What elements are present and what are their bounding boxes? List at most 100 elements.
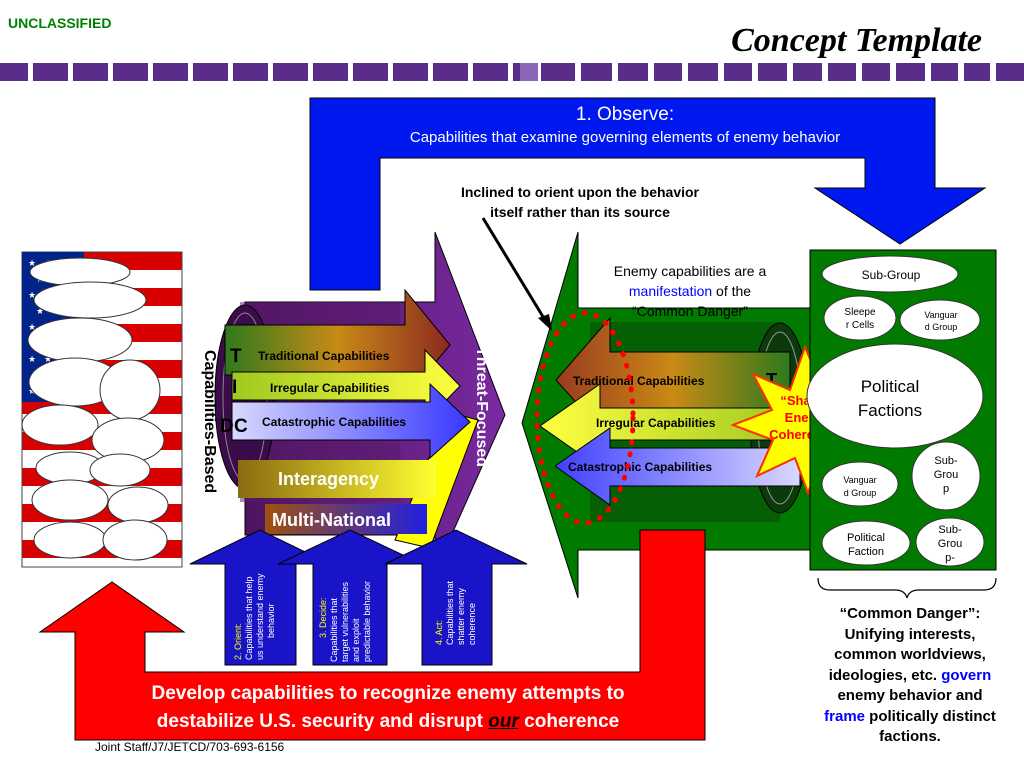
faction-subgroup-bottom-3: p- [945,552,955,564]
inclined-note-line-1: Inclined to orient upon the behavior [460,184,699,200]
step-act-line-3: coherence [467,603,477,645]
develop-line-2-suffix: coherence [518,711,620,732]
interagency-band [238,460,436,498]
vanguard-cloud-mid [821,461,899,507]
develop-line-2: destabilize U.S. security and disrupt ou… [78,708,698,736]
capabilities-based-label: Capabilities-Based [201,350,218,493]
govern-word: govern [941,666,992,684]
faction-vanguard-top-2: d Group [925,322,958,332]
interagency-label: Interagency [278,469,379,489]
faction-subgroup-mid-1: Sub- [934,455,958,467]
inclined-note-line-2: itself rather than its source [490,204,670,220]
irregular-arrow-right [539,383,796,469]
letter-t-right: T [766,370,777,390]
step-orient-prefix: 2. Orient: [233,623,243,660]
pointer-arrowhead [538,314,552,331]
political-faction-cloud [821,520,911,566]
catastrophic-arrow-left [231,382,471,460]
step-act-line-2: shatter enemy [456,587,466,645]
common-danger-line-4-text: ideologies, etc. [828,666,938,684]
observe-subtitle: Capabilities that examine governing elem… [409,129,841,146]
develop-line-1: Develop capabilities to recognize enemy … [151,683,625,704]
catastrophic-arrow-right [554,427,801,506]
footer-text: Joint Staff/J7/JETCD/703-693-6156 [95,740,285,754]
step-orient-line-1: Capabilities that help [244,576,254,660]
step-orient-line-2: us understand enemy [255,573,265,660]
subgroup-cloud-top [821,255,959,293]
enemy-line-1: Enemy capabilities are a [613,263,767,279]
enemy-capabilities-note: Enemy capabilities are a manifestation o… [580,261,800,321]
faction-vanguard-mid-1: Vanguar [843,475,876,485]
faction-sleeper-1: Sleepe [844,307,876,318]
red-dotted-ring [534,310,636,526]
faction-subgroup-bottom-1: Sub- [938,524,962,536]
step-decide-line-1: Capabilities that [329,597,339,662]
faction-subgroup-mid-2: Grou [934,469,958,481]
common-danger-note: “Common Danger”: Unifying interests, com… [790,604,1024,748]
observe-arrow [309,97,987,291]
faction-political-large-1: Political [861,377,920,396]
letter-d-left: D [220,416,234,437]
common-danger-line-3: common worldviews, [834,646,986,663]
svg-text:★: ★ [44,354,52,364]
common-danger-line-6: frame politically distinct [790,707,1024,728]
faction-top: Sub-Group [862,268,921,282]
political-factions-cloud [806,343,984,449]
step-decide-prefix: 3. Decide: [318,597,328,638]
step-act-prefix: 4. Act: [434,620,444,645]
inclined-note: Inclined to orient upon the behavior its… [415,182,745,222]
common-danger-line-1: “Common Danger”: [839,605,981,622]
step-act-line-1: Capabilities that [445,580,455,645]
observe-heading: 1. Observe: [575,104,675,125]
multinational-label: Multi-National [272,510,391,530]
vanguard-cloud-top [899,299,981,341]
svg-text:★: ★ [28,322,36,332]
enemy-line-2-suffix: of the [712,283,752,299]
left-row-irregular: Irregular Capabilities [270,381,390,395]
enemy-line-2: manifestation of the [580,281,800,301]
svg-text:★: ★ [36,306,44,316]
subgroup-cloud-bottom [915,517,985,567]
manifestation-word: manifestation [628,283,713,299]
letter-c-left: C [234,416,248,437]
common-danger-line-4: ideologies, etc. govern [790,666,1024,687]
develop-line-2-prefix: destabilize U.S. security and disrupt [156,711,489,732]
letter-i-left: I [232,377,237,398]
faction-vanguard-top-1: Vanguar [924,310,957,320]
left-row-traditional: Traditional Capabilities [258,349,390,363]
step-act-arrow [384,529,528,666]
step-decide-line-3: and exploit [351,618,361,662]
svg-text:★: ★ [28,290,36,300]
header-band [0,63,1024,81]
factions-brace [817,577,997,599]
step-decide-line-4: predictable behavior [362,581,372,662]
classification-label: UNCLASSIFIED [8,15,112,31]
common-danger-line-7: factions. [879,728,941,745]
enemy-line-3: “Common Danger” [632,303,748,319]
common-danger-line-6-suffix: politically distinct [865,707,996,725]
right-row-irregular: Irregular Capabilities [596,416,716,430]
develop-arrow [38,529,706,741]
step-decide-line-2: target vulnerabilities [340,581,350,662]
common-danger-line-2: Unifying interests, [844,625,976,643]
our-word: our [488,711,519,732]
threat-focused-label: Threat-Focused [473,347,490,467]
multinational-band [265,504,427,534]
common-danger-line-5: enemy behavior and [837,687,983,704]
us-flag-panel: ★★★ ★★★ ★★★ ★★★ ★★★ ★★★ ★★★ ★★★ ★★★ [21,251,183,568]
faction-subgroup-bottom-2: Grou [938,538,962,550]
svg-text:★: ★ [28,354,36,364]
svg-text:★: ★ [28,258,36,268]
page-title: Concept Template [731,22,982,59]
faction-political-small-2: Faction [848,546,884,558]
faction-political-small-1: Political [847,532,885,544]
faction-sleeper-2: r Cells [846,320,874,331]
faction-vanguard-mid-2: d Group [844,488,877,498]
sleeper-cloud [823,295,897,341]
frame-word: frame [824,707,865,725]
letter-t-left: T [230,346,242,367]
right-row-catastrophic: Catastrophic Capabilities [568,460,712,474]
left-row-catastrophic: Catastrophic Capabilities [262,415,406,429]
faction-subgroup-mid-3: p [943,483,949,495]
